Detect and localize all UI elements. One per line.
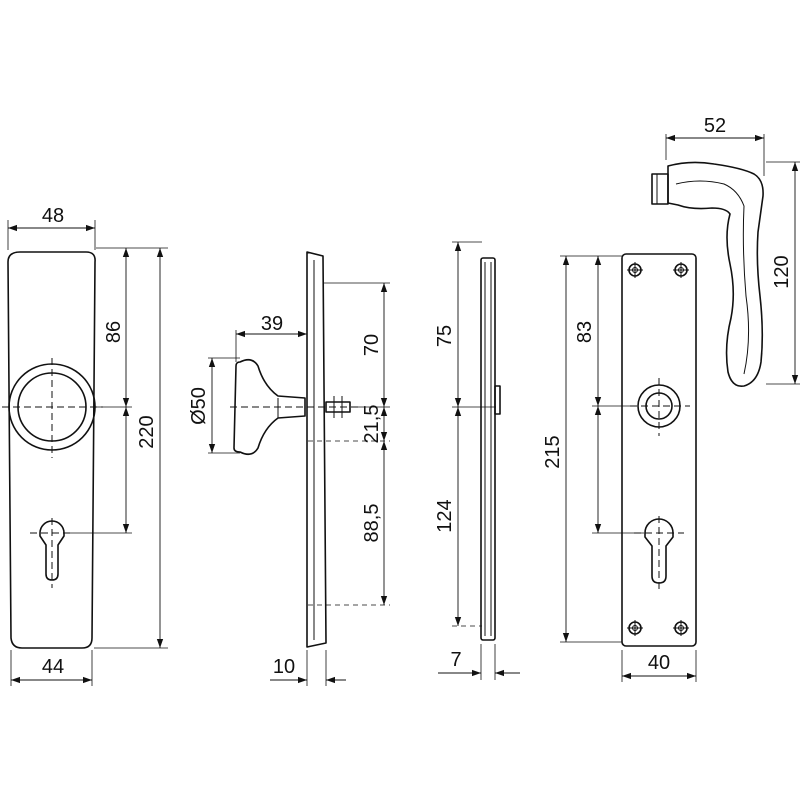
lever-inner-contour <box>675 180 750 375</box>
inner-plate-outline <box>621 253 697 647</box>
screw-bottom-right <box>673 620 689 636</box>
dim-inner-plate-height: 215 <box>542 435 564 468</box>
knob-body-side <box>233 358 306 456</box>
dim-middle-distance: 21,5 <box>361 405 383 444</box>
dim-height-total: 220 <box>136 415 158 448</box>
cylinder-keyhole <box>39 520 65 581</box>
screw-top-left <box>627 262 643 278</box>
front-view-inner-plate: 215 83 40 <box>542 253 697 682</box>
side-view-knob: 39 Ø50 70 21,5 88,5 10 <box>188 251 390 686</box>
dim-inner-thickness: 7 <box>450 649 461 671</box>
dim-lever-projection: 52 <box>704 115 726 137</box>
side-view-inner-plate: 75 124 7 <box>434 241 520 680</box>
knob-plate-side-outline <box>306 251 327 648</box>
lever-neck <box>651 173 669 205</box>
dim-knob-projection: 39 <box>261 313 283 335</box>
dim-upper-distance: 70 <box>361 334 383 356</box>
dim-inner-upper: 75 <box>434 325 456 347</box>
screw-top-right <box>673 262 689 278</box>
lever-handle: 52 120 <box>651 115 800 388</box>
knob-plate-outline <box>7 251 96 649</box>
dim-height-upper: 86 <box>103 321 125 343</box>
dim-width-bottom: 44 <box>42 656 64 678</box>
dim-lower-distance: 88,5 <box>361 504 383 543</box>
dim-inner-plate-width: 40 <box>648 652 670 674</box>
lever-outline <box>667 161 764 388</box>
inner-plate-side-outline <box>480 257 496 641</box>
dim-inner-lower: 124 <box>434 499 456 532</box>
inner-cylinder-keyhole <box>644 518 674 584</box>
front-view-knob-plate: 48 44 86 220 <box>2 205 168 686</box>
dim-inner-plate-upper: 83 <box>574 321 596 343</box>
screw-bottom-left <box>627 620 643 636</box>
dim-knob-diameter: Ø50 <box>188 387 210 425</box>
dim-lever-height: 120 <box>771 255 793 288</box>
dim-plate-thickness: 10 <box>273 656 295 678</box>
dim-width-top: 48 <box>42 205 64 227</box>
inner-plate-spindle-stub <box>494 385 501 415</box>
